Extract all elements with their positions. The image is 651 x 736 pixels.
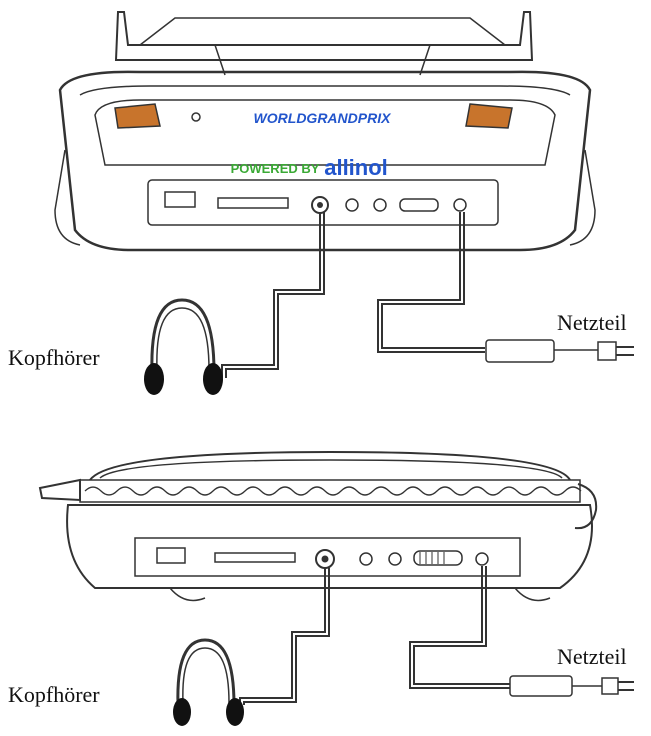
left-wheel [54,149,81,246]
spoiler-top [139,17,506,46]
left-taillight [114,103,161,129]
headphones-label-bottom: Kopfhörer [8,682,100,707]
powered-by-text: POWERED BY [231,161,320,176]
car-player-device: WORLDGRANDPRIX POWERED BY allinol [54,11,596,252]
power-switch-bottom [413,550,463,566]
av-out-jack [345,198,359,212]
power-adapter-top [485,339,555,363]
brand-name: allinol [324,155,388,180]
lid [89,450,571,481]
right-taillight [465,103,513,129]
power-switch [399,198,439,212]
rear-panel [94,99,556,166]
power-cable-bottom-inner [413,566,510,685]
headphone-cable-bottom-inner [243,568,330,705]
av-out-jack-bottom [359,552,373,566]
port-panel [134,537,521,577]
power-adapter-label-bottom: Netzteil [557,644,627,669]
brand-logo: WORLDGRANDPRIX [254,110,393,126]
power-cable-top-inner [381,212,485,349]
switch-grip [419,552,445,564]
left-hinge [38,478,81,502]
power-adapter-label-top: Netzteil [557,310,627,335]
av-in-jack [373,198,387,212]
usb-port-bottom [156,547,186,564]
headphone-cable-top [221,212,321,378]
headphones-icon-bottom [173,638,244,726]
dc-in-jack [453,198,467,212]
lid-contour [99,459,563,479]
usb-port [164,191,196,208]
power-plug-icon [597,341,634,361]
spoiler [114,11,534,61]
car-body [58,70,592,252]
card-slot-bottom [214,552,296,563]
right-knob [574,483,598,530]
card-slot [217,197,289,209]
headphone-cable-top-inner [225,212,325,378]
av-in-jack-bottom [388,552,402,566]
power-adapter-bottom [509,675,573,697]
power-cable-top [377,212,485,353]
body-contour [79,85,571,96]
side-player-device [38,450,598,602]
feet [169,587,551,602]
ornament-swirls [84,486,582,496]
right-wheel [569,149,596,246]
power-cable-bottom [409,566,510,689]
headphone-jack-core [317,202,323,208]
headphone-jack-bottom-core [321,555,329,563]
headphones-label-top: Kopfhörer [8,345,100,370]
spoiler-struts [214,44,431,76]
sensor-dot [191,112,201,122]
power-plug-icon-bottom [601,677,634,695]
headphone-cable-bottom [239,568,326,705]
headphones-icon [144,298,223,395]
player-body [66,504,593,589]
dc-in-jack-bottom [475,552,489,566]
ornament-band [79,479,581,503]
